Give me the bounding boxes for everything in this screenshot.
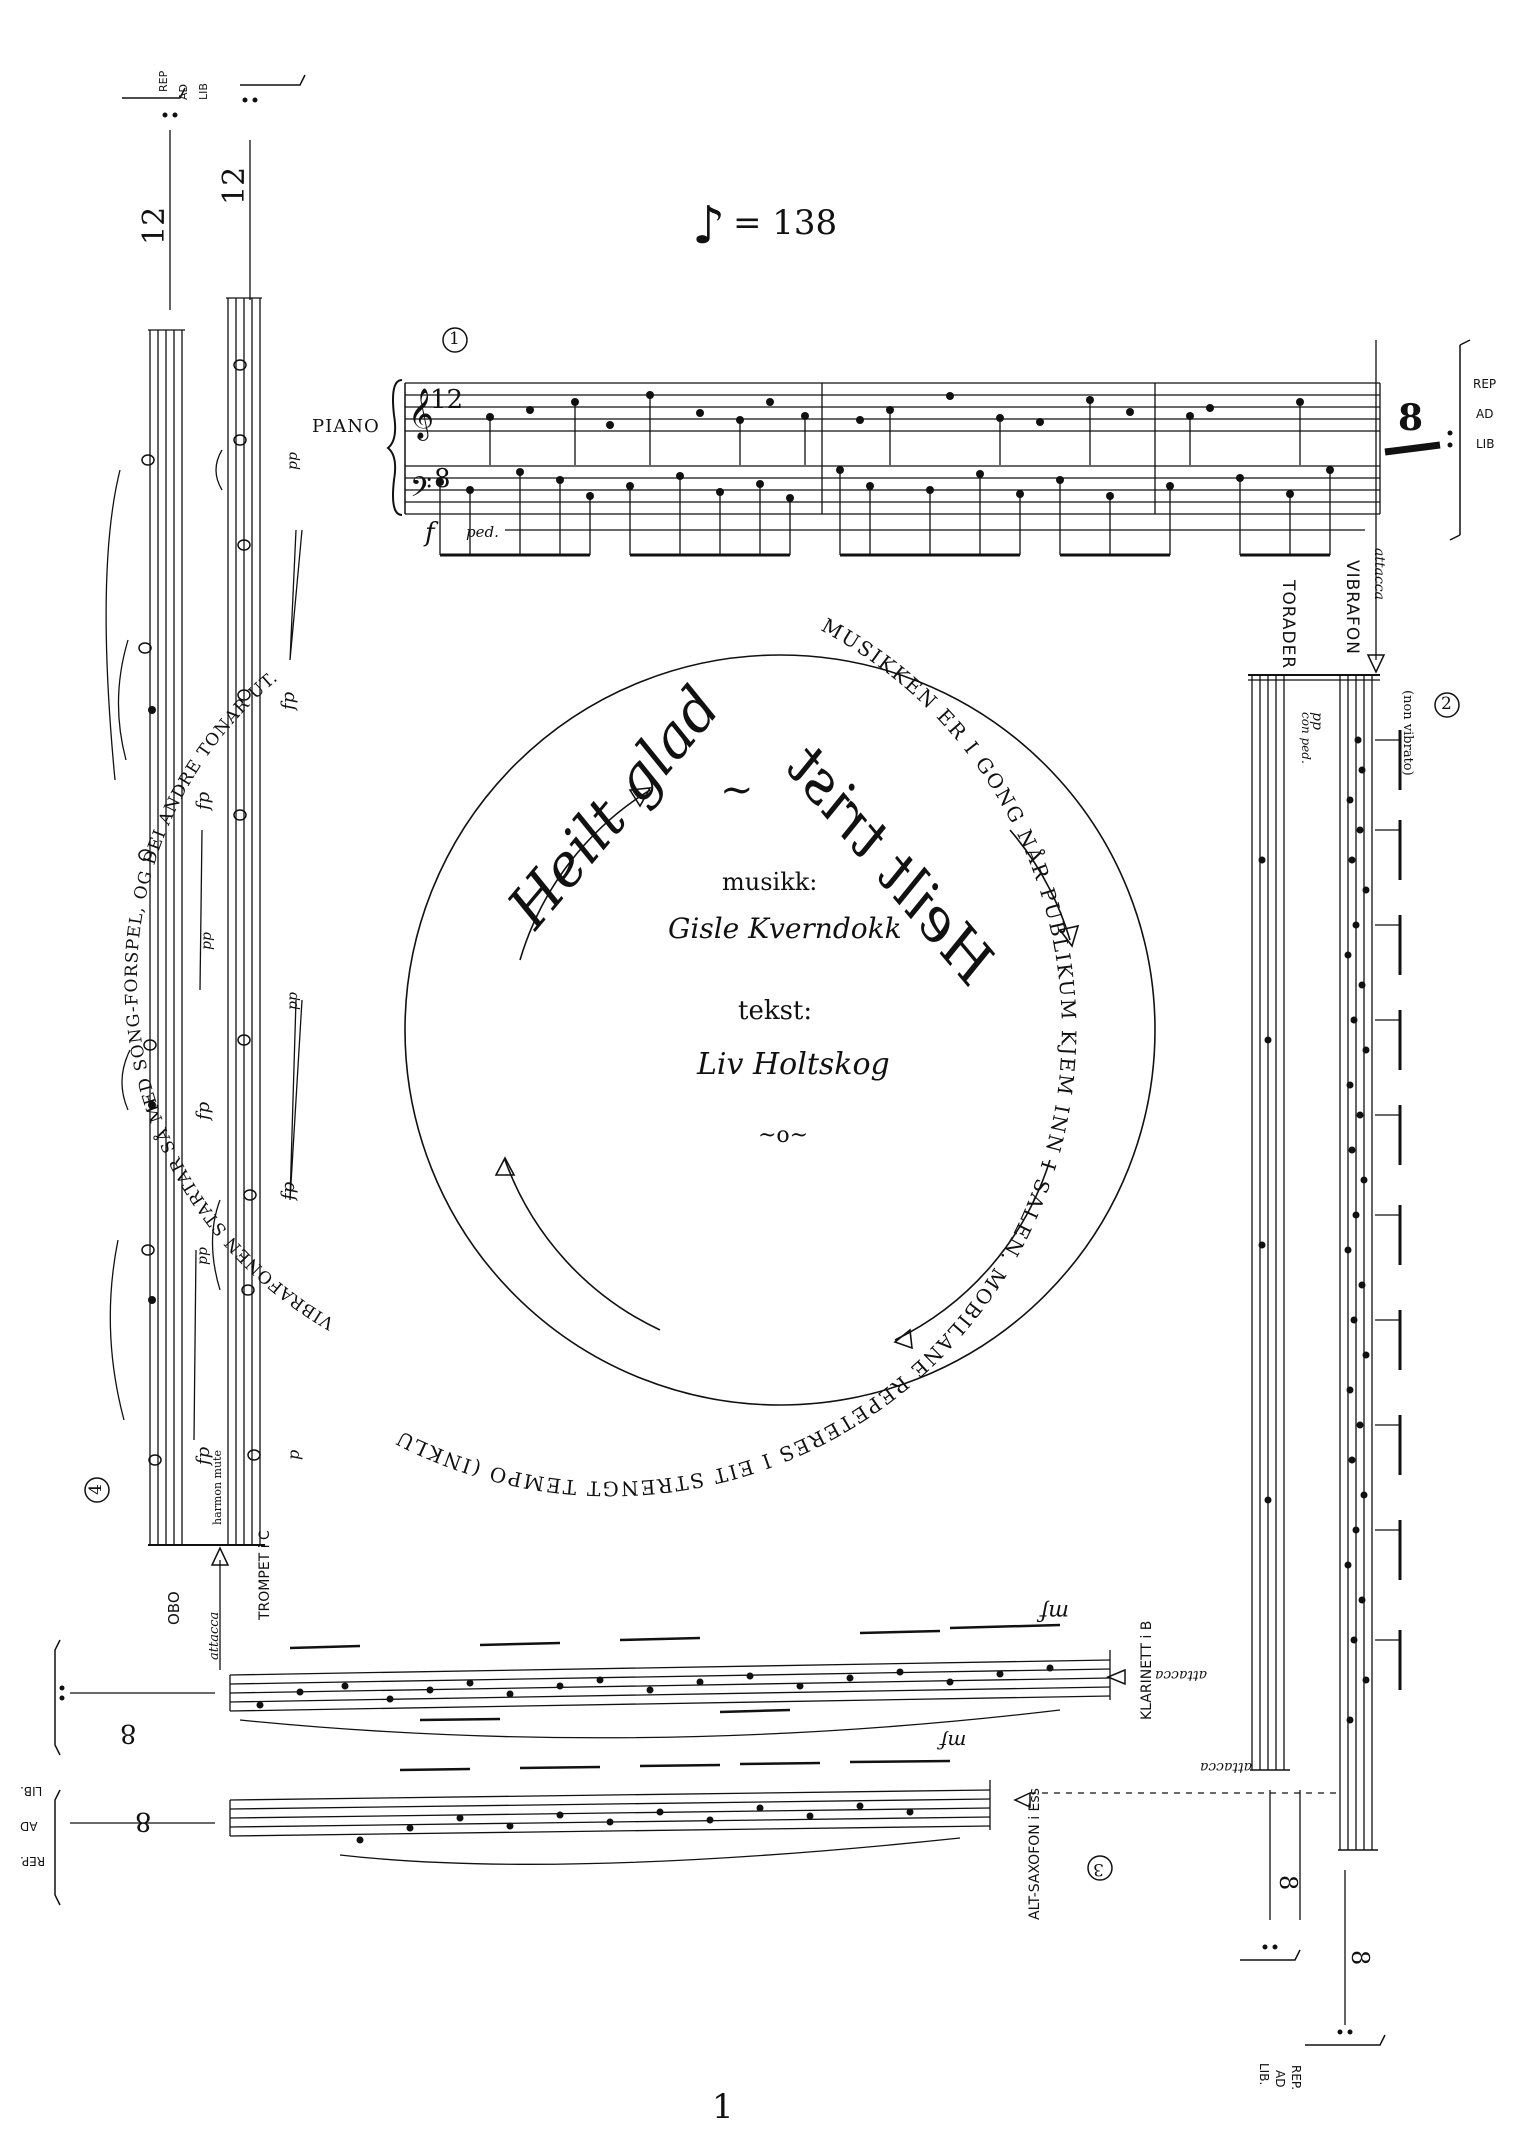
rep-ad-lib: REP xyxy=(1473,377,1497,391)
rep-ad-lib: REP. xyxy=(20,1854,46,1868)
vibrafon-beams xyxy=(1375,730,1402,1690)
rep-ad-lib: AD xyxy=(1273,2070,1287,2088)
rep-ad-lib: LIB. xyxy=(20,1784,43,1798)
title-separator: ~ xyxy=(720,767,754,813)
tempo-note-icon: ♪ xyxy=(692,196,726,256)
instrument-label-vibrafon: VIBRAFON xyxy=(1342,560,1362,655)
rep-ad-lib: REP. xyxy=(1289,2065,1303,2091)
vibrafon-notes xyxy=(1344,736,1370,1724)
time-signature-top: 12 xyxy=(430,385,464,415)
arrow-left-icon xyxy=(1013,1791,1031,1809)
repeat-count: 8 xyxy=(120,1718,137,1748)
repeat-count: 8 xyxy=(135,1806,152,1836)
arrow-left-icon xyxy=(1106,1668,1126,1686)
section-number-circle xyxy=(442,327,468,353)
dynamic-fortepiano: fp xyxy=(193,1446,214,1465)
section-number-circle xyxy=(84,1477,110,1503)
piano-notes xyxy=(436,391,1334,502)
obo-staff-system xyxy=(84,74,306,1670)
rep-ad-lib: AD xyxy=(1476,407,1494,421)
cycle-arrows xyxy=(494,787,1080,1350)
instrument-label-obo: OBO xyxy=(165,1591,183,1625)
treble-clef-icon: 𝄞 xyxy=(408,388,434,441)
instrument-label-piano: PIANO xyxy=(312,416,380,437)
pedal-marking: ped. xyxy=(466,523,499,541)
section-number-circle xyxy=(1087,1855,1113,1881)
dynamic-pianissimo: pp xyxy=(285,992,301,1010)
saxofon-staff-system xyxy=(54,1668,1126,1906)
rep-ad-lib: AD xyxy=(177,84,190,100)
rep-ad-lib: LIB. xyxy=(1257,2063,1271,2086)
tempo-marking: = 138 xyxy=(733,203,838,243)
rep-ad-lib: LIB xyxy=(1476,437,1495,451)
dynamic-fortepiano: fp xyxy=(193,1101,214,1120)
repeat-count: 12 xyxy=(217,166,252,205)
dynamic-forte: f xyxy=(425,518,435,548)
dynamic-mezzoforte: mf xyxy=(940,1730,967,1754)
dynamic-pianissimo: pp xyxy=(199,932,215,950)
repeat-count: 12 xyxy=(137,206,172,245)
dynamic-mezzoforte: mf xyxy=(1040,1599,1070,1624)
center-circle xyxy=(404,654,1156,1406)
section-number-1: 1 xyxy=(449,329,460,349)
rep-ad-lib: REP xyxy=(157,70,170,92)
ornament: ~o~ xyxy=(758,1123,809,1148)
instrument-label-saxofon: ALT-SAXOFON i Ess xyxy=(1027,1788,1043,1920)
attacca-label: attacca xyxy=(1371,548,1387,600)
klarinett-notes xyxy=(256,1664,1054,1709)
vibrafon-staff-system xyxy=(1240,674,1460,2046)
rep-ad-lib: AD xyxy=(20,1819,38,1833)
attacca-label: attacca xyxy=(207,1611,222,1660)
page-number: 1 xyxy=(712,2087,734,2127)
repeat-count: 8 xyxy=(1346,1950,1374,1966)
saxofon-beams xyxy=(399,1759,951,1772)
lyricist-name: Liv Holtskog xyxy=(697,1047,890,1082)
dynamic-pianissimo: pp xyxy=(1309,712,1325,730)
section-number-4: 4 xyxy=(85,1484,106,1495)
piano-staff-system: 𝄞 𝄢 xyxy=(386,327,1471,557)
arrow-down-icon xyxy=(1366,654,1386,674)
text-label: tekst: xyxy=(738,996,813,1026)
music-label: musikk: xyxy=(722,868,818,896)
playing-note: (non vibrato) xyxy=(1400,690,1415,776)
attacca-label: attacca xyxy=(1155,1667,1207,1683)
section-number-2: 2 xyxy=(1441,694,1452,714)
obo-notes xyxy=(138,454,162,1466)
dynamic-pianissimo: pp xyxy=(285,452,301,470)
bass-staff xyxy=(405,465,1380,515)
instrument-label-trompet: TROMPET i C xyxy=(257,1530,273,1620)
klarinett-staff-system xyxy=(54,1623,1111,1756)
dynamic-piano: p xyxy=(284,1449,303,1460)
saxofon-notes xyxy=(356,1802,914,1844)
dynamic-fortepiano: fp xyxy=(193,791,214,810)
dynamic-fortepiano: fp xyxy=(278,1181,299,1200)
attacca-label: attacca xyxy=(1200,1759,1252,1775)
circle-instructions-left: VIBRAFONEN STARTAR SÅ MED SONG-FORSPEL, … xyxy=(122,667,339,1333)
repeat-count: 8 xyxy=(1398,397,1424,439)
rep-ad-lib: LIB xyxy=(197,83,210,100)
torader-notes xyxy=(1258,856,1272,1504)
bass-clef-icon: 𝄢 xyxy=(410,471,432,511)
time-signature-bottom: 8 xyxy=(434,464,451,494)
section-number-circle xyxy=(1434,692,1460,718)
composer-name: Gisle Kverndokk xyxy=(668,912,902,945)
dynamic-fortepiano: fp xyxy=(278,691,299,710)
piano-beams xyxy=(439,395,1331,557)
instrument-label-klarinett: KLARINETT i B xyxy=(1139,1620,1155,1720)
instrument-label-torader: TORADER xyxy=(1278,580,1298,670)
section-number-3: 3 xyxy=(1093,1859,1104,1879)
klarinett-beams xyxy=(289,1623,1061,1722)
treble-staff xyxy=(405,382,1380,432)
arrow-up-icon xyxy=(210,1546,230,1566)
dynamic-pianissimo: pp xyxy=(195,1247,211,1265)
trompet-notes xyxy=(233,359,261,1461)
repeat-count: 8 xyxy=(1274,1875,1302,1891)
